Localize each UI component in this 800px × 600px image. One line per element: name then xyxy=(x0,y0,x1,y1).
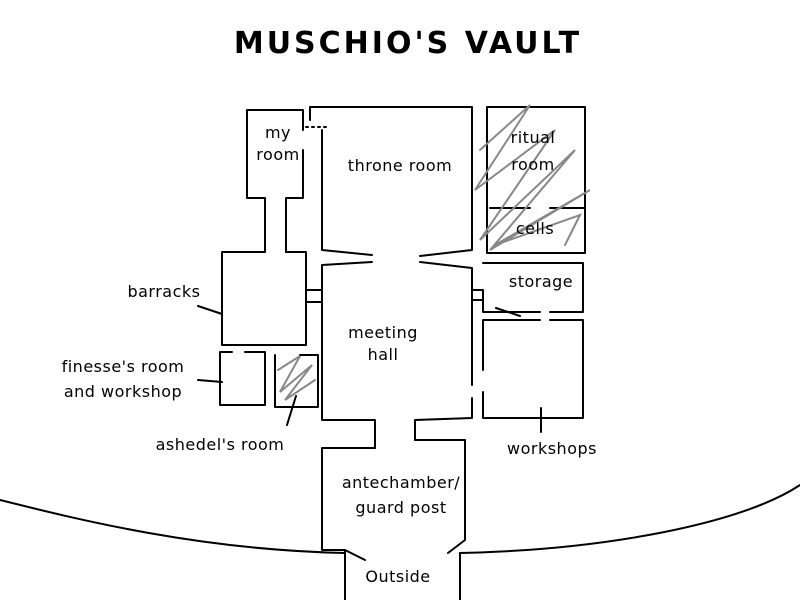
label-storage: storage xyxy=(509,272,573,291)
label-workshops: workshops xyxy=(507,439,597,458)
label-cells: cells xyxy=(516,219,554,238)
scribbles xyxy=(277,104,591,401)
label-finesse-room-2: and workshop xyxy=(64,382,182,401)
label-ritual-room-2: room xyxy=(511,155,554,174)
label-meeting-hall-2: hall xyxy=(368,345,399,364)
label-my-room-1: my xyxy=(265,123,291,142)
label-ashedel-room: ashedel's room xyxy=(156,435,285,454)
meeting-hall-walls xyxy=(321,261,473,449)
finesse-room-walls xyxy=(219,351,266,406)
label-barracks: barracks xyxy=(127,282,200,301)
throne-room-walls xyxy=(309,106,473,257)
ashedel-room-scribble xyxy=(277,355,316,401)
label-meeting-hall-1: meeting xyxy=(348,323,418,342)
label-antechamber-1: antechamber/ xyxy=(342,473,460,492)
barracks-walls xyxy=(221,251,323,346)
ground-line xyxy=(0,484,800,554)
label-ritual-room-1: ritual xyxy=(511,128,556,147)
label-my-room-2: room xyxy=(256,145,299,164)
ashedel-room-walls xyxy=(274,354,319,408)
storage-walls xyxy=(471,262,584,419)
label-outside: Outside xyxy=(365,567,430,586)
label-leaders xyxy=(197,305,542,433)
map-title: MUSCHIO'S VAULT xyxy=(234,26,582,61)
my-room-walls xyxy=(246,109,304,253)
outside-walls xyxy=(344,549,461,600)
label-throne-room: throne room xyxy=(348,156,452,175)
label-antechamber-2: guard post xyxy=(355,498,446,517)
labels: my room throne room ritual room cells st… xyxy=(62,123,597,586)
antechamber-walls xyxy=(321,439,466,561)
label-finesse-room-1: finesse's room xyxy=(62,357,185,376)
ritual-room-scribble xyxy=(474,104,591,251)
